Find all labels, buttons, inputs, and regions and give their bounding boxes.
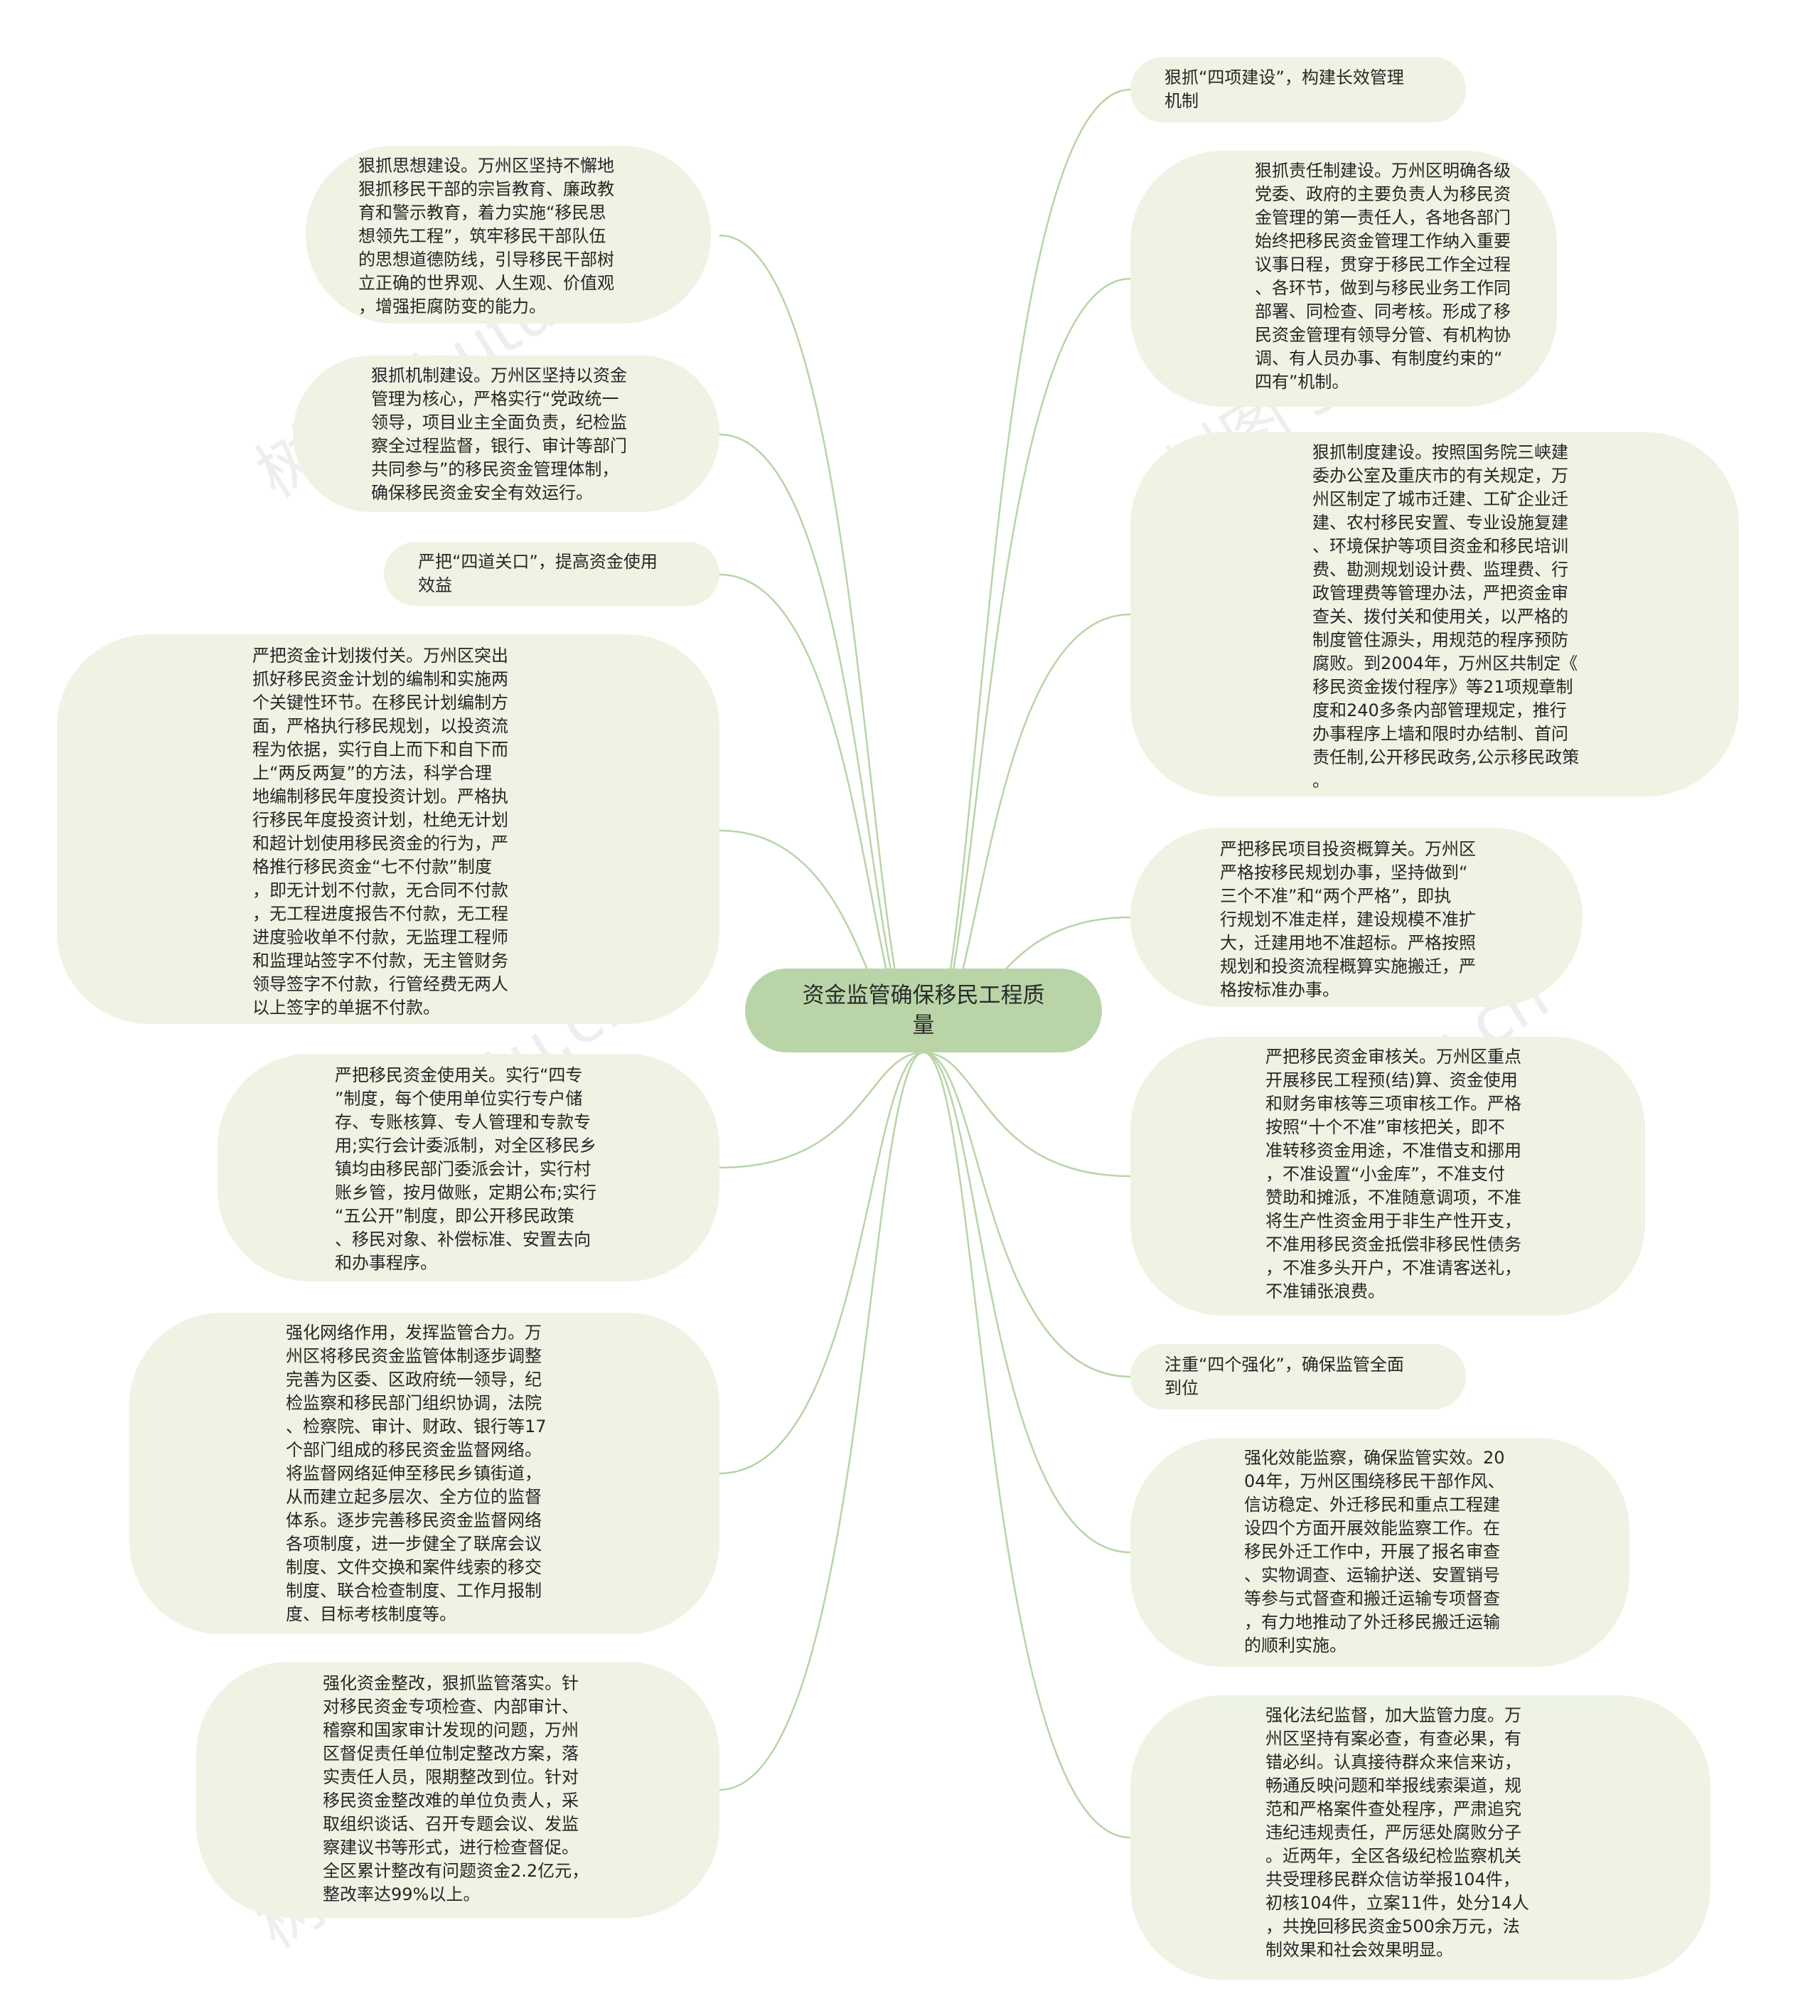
node-label: 强化效能监察，确保监管实效。20 04年，万州区围绕移民干部作风、 信访稳定、外…	[1244, 1448, 1505, 1655]
node-left-7-rectification[interactable]: 强化资金整改，狠抓监管落实。针 对移民资金专项检查、内部审计、 稽察和国家审计发…	[196, 1662, 719, 1918]
node-right-7-efficiency-supervision[interactable]: 强化效能监察，确保监管实效。20 04年，万州区围绕移民干部作风、 信访稳定、外…	[1130, 1438, 1629, 1667]
node-left-6-network[interactable]: 强化网络作用，发挥监管合力。万 州区将移民资金监管体制逐步调整 完善为区委、区政…	[129, 1313, 719, 1634]
node-label: 严把“四道关口”，提高资金使用 效益	[418, 552, 658, 595]
connector-line	[719, 1051, 924, 1475]
node-label: 狠抓制度建设。按照国务院三峡建 委办公室及重庆市的有关规定，万 州区制定了城市迁…	[1312, 442, 1580, 791]
node-right-4-budget-estimate[interactable]: 严把移民项目投资概算关。万州区 严格按移民规划办事，坚持做到“ 三个不准”和“两…	[1130, 828, 1583, 1007]
connector-line	[719, 1051, 924, 1791]
node-left-1-thought-building[interactable]: 狠抓思想建设。万州区坚持不懈地 狠抓移民干部的宗旨教育、廉政教 育和警示教育，着…	[306, 146, 711, 324]
connector-line	[923, 1051, 1131, 1178]
node-label: 强化法纪监督，加大监管力度。万 州区坚持有案必查，有查必果，有 错必纠。认真接待…	[1265, 1705, 1529, 1960]
node-left-3-four-checkpoints[interactable]: 严把“四道关口”，提高资金使用 效益	[384, 542, 719, 606]
root-topic[interactable]: 资金监管确保移民工程质 量	[745, 969, 1102, 1052]
node-left-4-funding-plan[interactable]: 严把资金计划拨付关。万州区突出 抓好移民资金计划的编制和实施两 个关键性环节。在…	[57, 634, 719, 1024]
node-label: 狠抓责任制建设。万州区明确各级 党委、政府的主要负责人为移民资 金管理的第一责任…	[1255, 161, 1511, 392]
node-label: 强化资金整改，狠抓监管落实。针 对移民资金专项检查、内部审计、 稽察和国家审计发…	[323, 1673, 589, 1904]
node-right-6-four-strengthenings[interactable]: 注重“四个强化”，确保监管全面 到位	[1130, 1344, 1466, 1409]
node-label: 严把移民项目投资概算关。万州区 严格按移民规划办事，坚持做到“ 三个不准”和“两…	[1220, 839, 1476, 1000]
connector-line	[923, 88, 1131, 1054]
node-label: 严把资金计划拨付关。万州区突出 抓好移民资金计划的编制和实施两 个关键性环节。在…	[252, 646, 508, 1018]
node-label: 狠抓机制建设。万州区坚持以资金 管理为核心，严格实行“党政统一 领导，项目业主全…	[371, 366, 627, 503]
node-label: 严把移民资金使用关。实行“四专 ”制度，每个使用单位实行专户储 存、专账核算、专…	[335, 1065, 597, 1273]
connector-line	[923, 1051, 1131, 1839]
root-topic-label: 资金监管确保移民工程质 量	[802, 983, 1045, 1038]
node-right-1-four-constructions[interactable]: 狠抓“四项建设”，构建长效管理 机制	[1130, 57, 1466, 122]
connector-line	[719, 234, 924, 1054]
node-label: 狠抓思想建设。万州区坚持不懈地 狠抓移民干部的宗旨教育、廉政教 育和警示教育，着…	[358, 156, 614, 316]
connector-line	[923, 1051, 1131, 1378]
node-right-5-fund-audit[interactable]: 严把移民资金审核关。万州区重点 开展移民工程预(结)算、资金使用 和财务审核等三…	[1130, 1037, 1645, 1316]
node-left-2-mechanism-building[interactable]: 狠抓机制建设。万州区坚持以资金 管理为核心，严格实行“党政统一 领导，项目业主全…	[293, 356, 719, 512]
node-left-5-fund-usage[interactable]: 严把移民资金使用关。实行“四专 ”制度，每个使用单位实行专户储 存、专账核算、专…	[218, 1054, 719, 1281]
node-label: 严把移民资金审核关。万州区重点 开展移民工程预(结)算、资金使用 和财务审核等三…	[1265, 1047, 1521, 1301]
node-right-2-responsibility[interactable]: 狠抓责任制建设。万州区明确各级 党委、政府的主要负责人为移民资 金管理的第一责任…	[1130, 151, 1557, 407]
node-label: 狠抓“四项建设”，构建长效管理 机制	[1165, 68, 1404, 111]
connector-line	[719, 1051, 924, 1169]
node-right-3-institutions[interactable]: 狠抓制度建设。按照国务院三峡建 委办公室及重庆市的有关规定，万 州区制定了城市迁…	[1130, 432, 1739, 796]
node-label: 强化网络作用，发挥监管合力。万 州区将移民资金监管体制逐步调整 完善为区委、区政…	[286, 1323, 547, 1624]
connector-line	[923, 1051, 1131, 1554]
node-label: 注重“四个强化”，确保监管全面 到位	[1165, 1355, 1404, 1398]
node-right-8-law-discipline[interactable]: 强化法纪监督，加大监管力度。万 州区坚持有案必查，有查必果，有 错必纠。认真接待…	[1130, 1695, 1711, 1980]
